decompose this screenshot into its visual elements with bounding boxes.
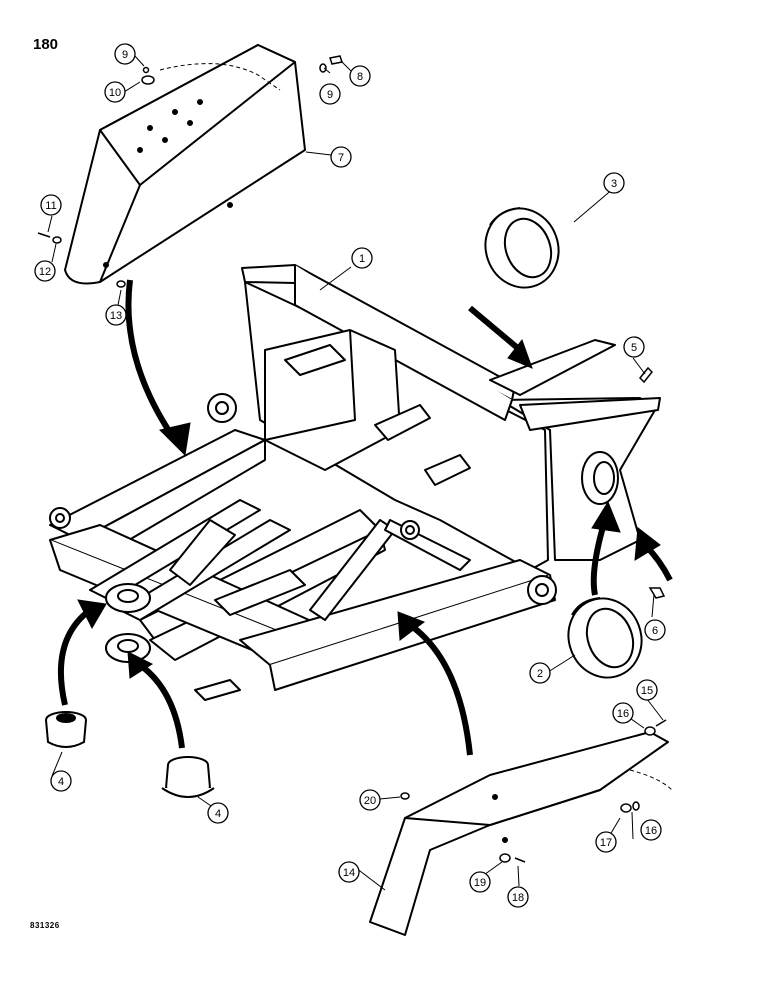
callout-circle — [338, 861, 360, 883]
callout-c5: 5 — [623, 336, 645, 358]
callout-circle — [114, 43, 136, 65]
callout-circle — [507, 886, 529, 908]
callout-circle — [40, 194, 62, 216]
callout-number: 10 — [109, 87, 121, 99]
callout-circle — [104, 81, 126, 103]
bushing-bottom-part — [567, 597, 643, 679]
callout-circle — [640, 819, 662, 841]
callout-circle — [330, 146, 352, 168]
leader-lines — [47, 54, 664, 891]
callout-c4a: 4 — [50, 770, 72, 792]
callout-number: 16 — [617, 708, 629, 720]
callout-circle — [351, 247, 373, 269]
callout-c15: 15 — [636, 679, 658, 701]
callout-number: 9 — [122, 49, 128, 61]
callout-number: 15 — [641, 685, 653, 697]
callout-c9b: 9 — [319, 83, 341, 105]
callout-c4b: 4 — [207, 802, 229, 824]
callout-c16b: 16 — [640, 819, 662, 841]
mount-left-part — [45, 711, 87, 748]
callout-c13: 13 — [105, 304, 127, 326]
callout-circle — [34, 260, 56, 282]
bottom-cover-hardware — [400, 366, 667, 863]
callout-number: 11 — [45, 200, 56, 212]
callout-circle — [50, 770, 72, 792]
callout-circle — [319, 83, 341, 105]
callout-number: 6 — [652, 625, 658, 637]
callout-c11: 11 — [40, 194, 62, 216]
callout-number: 5 — [631, 342, 637, 354]
callout-c12: 12 — [34, 260, 56, 282]
bushing-top-part — [484, 207, 560, 289]
callout-c14: 14 — [338, 861, 360, 883]
callout-c7: 7 — [330, 146, 352, 168]
callout-number: 12 — [39, 266, 51, 278]
callout-number: 9 — [327, 89, 333, 101]
callout-number: 16 — [645, 825, 657, 837]
callout-c19: 19 — [469, 871, 491, 893]
callout-number: 13 — [110, 310, 122, 322]
callout-circle — [349, 65, 371, 87]
callout-c1: 1 — [351, 247, 373, 269]
callout-number: 2 — [537, 668, 543, 680]
callout-circle — [207, 802, 229, 824]
callout-c20: 20 — [359, 789, 381, 811]
callout-c18: 18 — [507, 886, 529, 908]
assembly-arrows — [57, 279, 673, 756]
callout-number: 1 — [359, 253, 365, 265]
figure-code: 831326 — [30, 921, 60, 930]
callout-c6: 6 — [644, 619, 666, 641]
callout-circle — [623, 336, 645, 358]
callout-c10: 10 — [104, 81, 126, 103]
callout-circle — [603, 172, 625, 194]
bottom-cover-part — [369, 731, 673, 936]
callout-number: 4 — [215, 808, 221, 820]
callout-circle — [469, 871, 491, 893]
mount-right-part — [161, 756, 215, 798]
callout-number: 18 — [512, 892, 524, 904]
callout-number: 3 — [611, 178, 617, 190]
main-frame-part — [49, 264, 661, 701]
callout-c9a: 9 — [114, 43, 136, 65]
top-cover-part — [64, 44, 306, 285]
callout-c17: 17 — [595, 831, 617, 853]
callout-circle — [612, 702, 634, 724]
callout-number: 19 — [474, 877, 486, 889]
callout-c2: 2 — [529, 662, 551, 684]
callout-c8: 8 — [349, 65, 371, 87]
callout-c16a: 16 — [612, 702, 634, 724]
callout-circle — [644, 619, 666, 641]
callout-number: 7 — [338, 152, 344, 164]
callout-circle — [595, 831, 617, 853]
top-cover-hardware — [37, 55, 343, 288]
callout-c3: 3 — [603, 172, 625, 194]
callout-circle — [359, 789, 381, 811]
callout-number: 8 — [357, 71, 363, 83]
callout-circle — [636, 679, 658, 701]
page-number: 180 — [33, 36, 59, 53]
callout-number: 20 — [364, 795, 376, 807]
callout-circle — [529, 662, 551, 684]
callout-number: 4 — [58, 776, 64, 788]
callout-number: 17 — [600, 837, 612, 849]
callout-number: 14 — [343, 867, 355, 879]
callout-circle — [105, 304, 127, 326]
